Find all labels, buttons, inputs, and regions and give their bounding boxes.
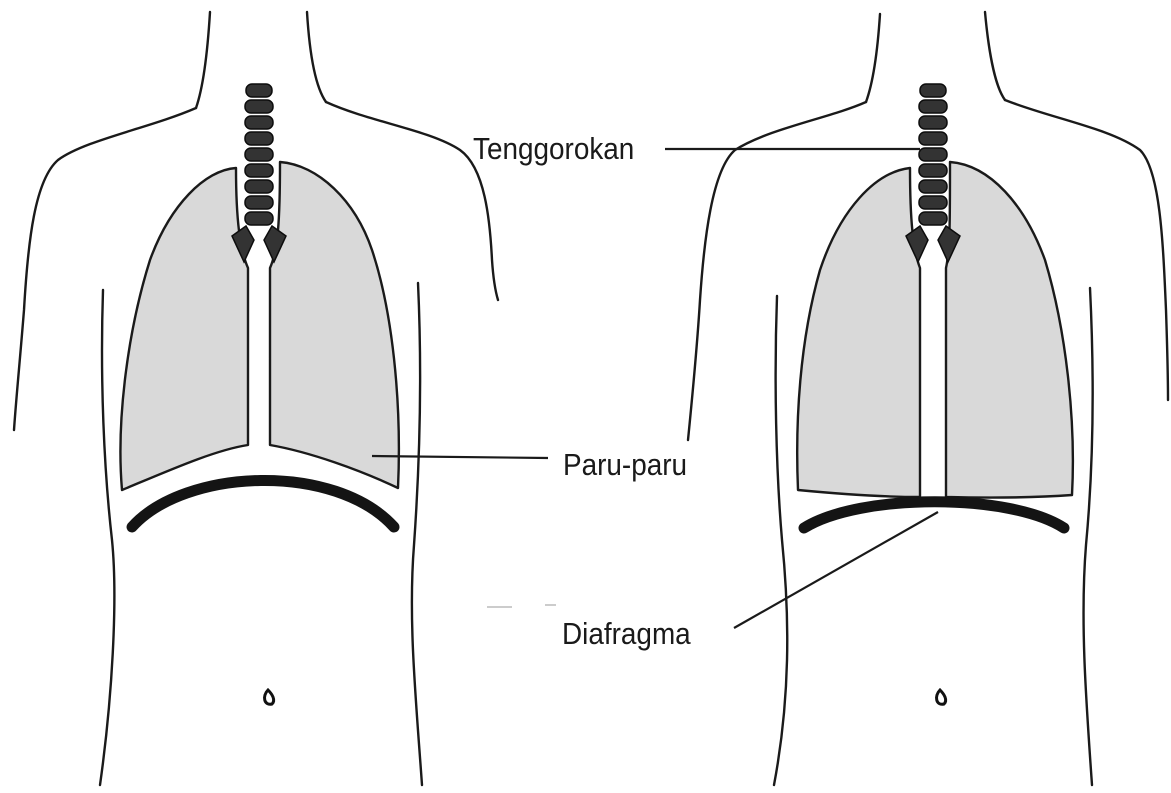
diaphragm-label: Diafragma [562,618,691,649]
right-lung-left [797,168,920,497]
right-torso-right-side [1084,288,1093,785]
left-neck-right [307,12,326,102]
right-neck-left [866,14,880,102]
lungs-label: Paru-paru [563,449,687,480]
trachea-label: Tenggorokan [473,133,634,164]
left-diaphragm [132,480,394,527]
right-navel [937,690,946,704]
right-torso-left-side [774,296,787,785]
left-lungs [120,162,398,490]
right-neck-right [985,12,1005,100]
right-lung-right [946,162,1073,498]
left-navel [265,690,274,704]
diaphragm-leader-line [734,512,938,628]
left-torso-left-side [100,290,114,785]
left-lung-right [270,162,399,488]
left-torso-right-side [412,283,422,785]
left-trachea [232,84,286,262]
left-neck-left [196,12,210,108]
left-lung-left [120,168,248,490]
